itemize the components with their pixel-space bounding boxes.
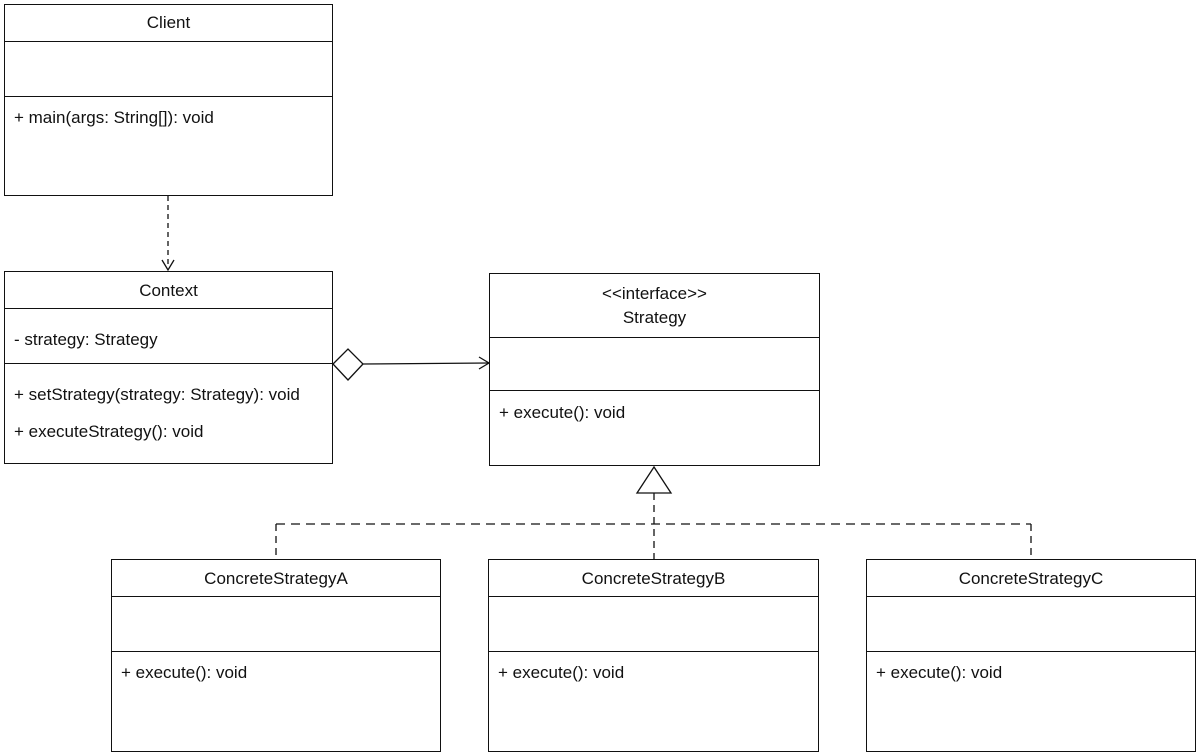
compartment-divider <box>112 651 440 652</box>
method-text: + execute(): void <box>498 663 625 682</box>
class-context: Context - strategy: Strategy + setStrate… <box>4 271 333 464</box>
class-name: ConcreteStrategyB <box>581 569 726 588</box>
class-name: Context <box>139 281 198 300</box>
method-text: + execute(): void <box>876 663 1003 682</box>
attribute-text: - strategy: Strategy <box>14 330 158 349</box>
method-text: + main(args: String[]): void <box>14 108 214 127</box>
aggregation-line-context-strategy <box>362 362 490 365</box>
compartment-divider <box>490 337 819 338</box>
realization-triangle <box>635 465 673 494</box>
compartment-divider <box>489 651 818 652</box>
method-text: + setStrategy(strategy: Strategy): void <box>14 385 300 404</box>
class-strategy-interface: <<interface>> Strategy + execute(): void <box>489 273 820 466</box>
method-text: + executeStrategy(): void <box>14 422 204 441</box>
compartment-divider <box>5 363 332 364</box>
aggregation-diamond <box>332 348 364 381</box>
class-concrete-strategy-b: ConcreteStrategyB + execute(): void <box>488 559 819 752</box>
class-concrete-strategy-c: ConcreteStrategyC + execute(): void <box>866 559 1196 752</box>
dependency-arrowhead <box>161 259 175 272</box>
compartment-divider <box>5 308 332 309</box>
compartment-divider <box>112 596 440 597</box>
class-name: ConcreteStrategyC <box>958 569 1104 588</box>
class-stereotype: <<interface>> <box>602 284 707 303</box>
class-name: ConcreteStrategyA <box>204 569 348 588</box>
class-concrete-strategy-a: ConcreteStrategyA + execute(): void <box>111 559 441 752</box>
compartment-divider <box>867 651 1195 652</box>
compartment-divider <box>489 596 818 597</box>
compartment-divider <box>5 96 332 97</box>
class-name: Client <box>146 13 191 32</box>
method-text: + execute(): void <box>499 403 626 422</box>
compartment-divider <box>5 41 332 42</box>
class-client: Client + main(args: String[]): void <box>4 4 333 196</box>
compartment-divider <box>490 390 819 391</box>
class-name: Strategy <box>622 308 687 327</box>
method-text: + execute(): void <box>121 663 248 682</box>
compartment-divider <box>867 596 1195 597</box>
